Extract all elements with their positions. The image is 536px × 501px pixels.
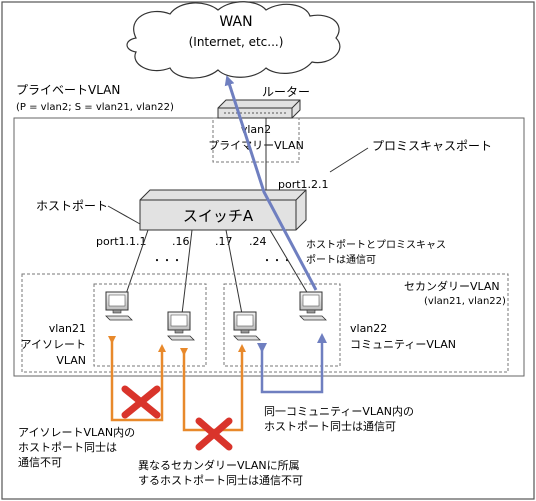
wan-subtitle: (Internet, etc...) [189,35,284,49]
orange-path-isolated [108,336,166,422]
vlan21-type2: VLAN [56,354,86,367]
note-host-promis-line2: ポートは通信可 [306,254,376,266]
block-cross-icon [121,385,161,419]
note-isolated-line2: ホストポート同士は [18,441,117,454]
wan-title: WAN [219,14,252,30]
pc-icon [105,291,133,321]
note-secondary-line1: 異なるセカンダリーVLANに所属 [138,458,300,472]
note-isolated-line3: 通信不可 [18,456,62,469]
cable-pc2 [181,229,193,315]
primary-vlan-label: プライマリーVLAN [208,139,304,152]
primary-vlan-name: vlan2 [241,123,271,136]
pc-icon [167,311,195,341]
ports-dots-right: ・・・ [262,256,292,267]
pc-icon [299,291,327,321]
port-label-24: .24 [249,235,267,248]
cable-pc3 [225,229,243,315]
promiscuous-port: port1.2.1 [278,178,329,191]
router-label: ルーター [262,85,310,99]
secondary-vlan-box [21,273,509,373]
port-label-1: port1.1.1 [96,235,147,248]
wan-cloud [126,1,341,79]
block-cross-icon [195,417,233,451]
host-port-label: ホストポート [36,199,108,213]
vlan22-name: vlan22 [350,322,387,335]
host-port-leader [107,205,141,225]
secondary-vlan-detail: (vlan21, vlan22) [424,296,506,307]
vlan22-type: コミュニティーVLAN [350,338,456,351]
vlan21-type1: アイソレート [21,338,86,351]
port-label-16: .16 [172,235,190,248]
secondary-vlan-label: セカンダリーVLAN [404,279,500,293]
note-host-promis-line1: ホストポートとプロミスキャス [306,239,446,251]
switch-icon [139,189,307,231]
blue-path-to-wan [224,75,318,291]
vlan21-name: vlan21 [49,322,86,335]
cable-pc4 [269,229,309,295]
pc-icon [233,311,261,341]
private-vlan-detail: (P = vlan2; S = vlan21, vlan22) [16,102,174,113]
router-icon [217,99,301,119]
blue-path-community [257,333,327,394]
ports-dots-left: ・・・ [152,256,182,267]
vlan21-box [93,283,207,367]
note-secondary-line2: するホストポート同士は通信不可 [138,474,303,487]
private-vlan-title: プライベートVLAN [16,83,120,97]
vlan22-box [223,283,341,367]
note-isolated-line1: アイソレートVLAN内の [18,425,135,439]
promiscuous-label: プロミスキャスポート [372,139,492,153]
note-community-line2: ホストポート同士は通信可 [264,420,396,433]
note-community-line1: 同一コミュニティーVLAN内の [264,404,414,418]
switch-label: スイッチA [183,207,254,225]
port-label-17: .17 [215,235,233,248]
promiscuous-leader [329,147,369,173]
cable-pc1 [125,229,149,295]
